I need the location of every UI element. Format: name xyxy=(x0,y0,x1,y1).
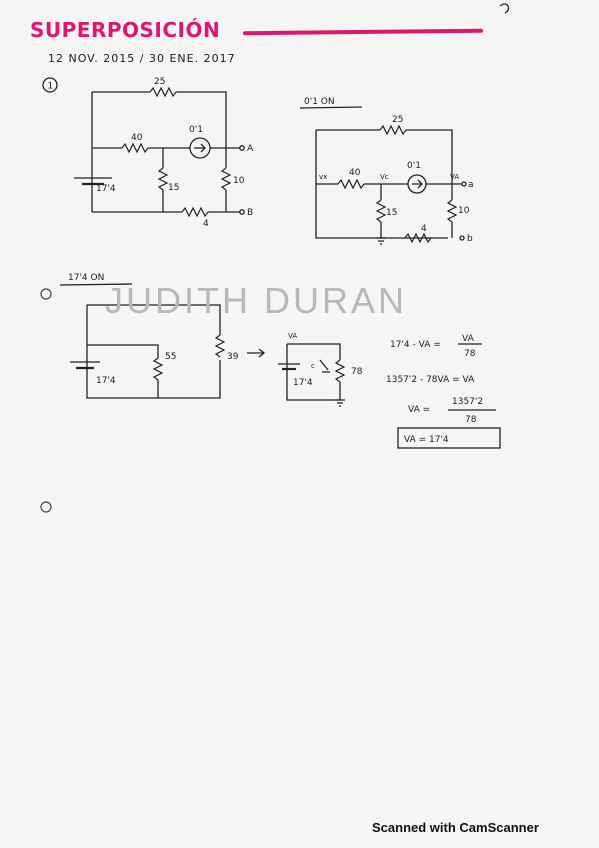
sec2-left-circuit xyxy=(70,304,266,399)
sub-node-a: a xyxy=(468,180,474,190)
page-title: SUPERPOSICIÓN xyxy=(30,18,221,42)
sec2-right-node: VA xyxy=(288,332,297,340)
sub-source: 0'1 xyxy=(407,161,421,171)
sub-node-b: b xyxy=(467,234,473,244)
eq3-left: VA = xyxy=(408,405,430,415)
sub-r-right: 10 xyxy=(458,206,470,216)
sec2-left-r1: 55 xyxy=(165,352,176,362)
corner-mark xyxy=(499,3,510,14)
sub-r-mid: 40 xyxy=(349,168,361,178)
sub-r-vert: 15 xyxy=(386,208,397,218)
sub-circuit xyxy=(315,124,467,245)
sub-heading: 0'1 ON xyxy=(304,97,335,107)
main-r-top: 25 xyxy=(154,77,165,87)
eq2: 1357'2 - 78VA = VA xyxy=(386,375,475,385)
main-r-right: 10 xyxy=(233,176,245,186)
eq1-num: VA xyxy=(462,334,475,344)
sub-node-vx: vx xyxy=(319,173,327,181)
sec2-right-node-c: c xyxy=(311,362,315,370)
section-3-bullet xyxy=(40,501,52,513)
eq3-num: 1357'2 xyxy=(452,397,483,407)
sec2-left-r2: 39 xyxy=(227,352,239,362)
sec2-right-battery: 17'4 xyxy=(293,378,313,388)
main-node-b: B xyxy=(247,208,253,218)
section-2-bullet xyxy=(40,288,52,300)
main-r-mid: 40 xyxy=(131,133,143,143)
main-r-bottom: 4 xyxy=(203,219,209,229)
eq1-left: 17'4 - VA = xyxy=(390,340,441,350)
main-circuit xyxy=(74,86,245,218)
main-source: 0'1 xyxy=(189,125,203,135)
section-2-underline xyxy=(59,283,133,286)
result: VA = 17'4 xyxy=(404,435,449,445)
watermark: JUDITH DURAN xyxy=(105,280,407,321)
main-battery: 17'4 xyxy=(96,184,116,194)
sec2-left-battery: 17'4 xyxy=(96,376,116,386)
sec2-right-r: 78 xyxy=(351,367,363,377)
sec2-right-circuit xyxy=(278,343,346,407)
section-2-heading: 17'4 ON xyxy=(68,273,104,283)
sub-node-vc: Vc xyxy=(380,173,389,181)
sub-r-top: 25 xyxy=(392,115,403,125)
main-r-vert: 15 xyxy=(168,183,179,193)
section-1-number: 1 xyxy=(48,82,54,92)
date-line: 12 NOV. 2015 / 30 ENE. 2017 xyxy=(48,52,236,65)
eq3-den: 78 xyxy=(465,415,477,425)
sub-r-bottom: 4 xyxy=(421,224,427,234)
result-box xyxy=(397,427,501,449)
main-node-a: A xyxy=(247,144,254,154)
footer-scanner-note: Scanned with CamScanner xyxy=(372,820,539,835)
sub-node-va: VA xyxy=(450,173,459,181)
sub-heading-underline xyxy=(299,106,363,109)
section-1-circle xyxy=(42,77,58,93)
eq1-den: 78 xyxy=(464,349,476,359)
